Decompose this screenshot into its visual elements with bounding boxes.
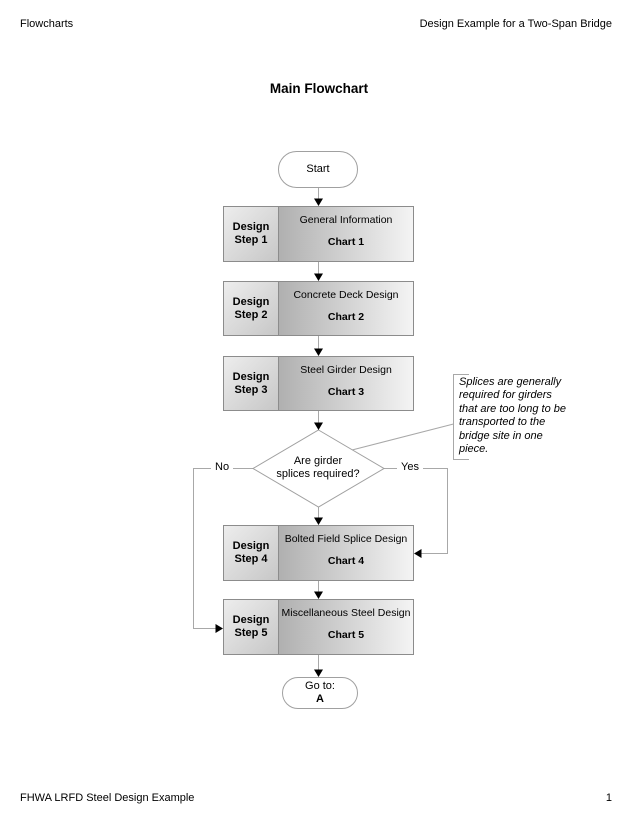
step-box-1: Design Step 1 General Information Chart …	[223, 206, 414, 262]
arrowhead-left-icon	[414, 549, 422, 558]
branch-no-label: No	[211, 461, 234, 474]
start-label: Start	[306, 163, 330, 175]
step-1-main: General Information Chart 1	[279, 207, 413, 261]
branch-yes-label: Yes	[397, 461, 423, 474]
step-box-5: Design Step 5 Miscellaneous Steel Design…	[223, 599, 414, 655]
footer-left: FHWA LRFD Steel Design Example	[20, 792, 195, 804]
step-4-label: Design Step 4	[224, 526, 279, 580]
step-2-chart: Chart 2	[327, 311, 365, 323]
step-5-chart: Chart 5	[327, 629, 365, 641]
step-2-main: Concrete Deck Design Chart 2	[279, 282, 413, 335]
header-right: Design Example for a Two-Span Bridge	[419, 18, 612, 30]
note-leader-line	[351, 423, 454, 451]
goto-label: Go to:	[305, 680, 335, 692]
header-left: Flowcharts	[20, 18, 74, 30]
start-node: Start	[278, 151, 358, 188]
step-5-main: Miscellaneous Steel Design Chart 5	[279, 600, 413, 654]
arrowhead-down-icon	[314, 591, 323, 599]
step-5-label: Design Step 5	[224, 600, 279, 654]
arrowhead-down-icon	[314, 348, 323, 356]
splice-note: Splices are generally required for girde…	[459, 376, 567, 456]
step-box-3: Design Step 3 Steel Girder Design Chart …	[223, 356, 414, 411]
arrowhead-down-icon	[314, 422, 323, 430]
step-box-4: Design Step 4 Bolted Field Splice Design…	[223, 525, 414, 581]
page-title: Main Flowchart	[269, 81, 369, 96]
arrowhead-right-icon	[215, 624, 223, 633]
arrowhead-down-icon	[314, 669, 323, 677]
step-2-title: Concrete Deck Design	[293, 289, 399, 301]
step-4-main: Bolted Field Splice Design Chart 4	[279, 526, 413, 580]
decision-question: Are girder splices required?	[276, 455, 360, 480]
step-3-label: Design Step 3	[224, 357, 279, 410]
step-3-chart: Chart 3	[327, 386, 365, 398]
step-3-title: Steel Girder Design	[300, 364, 392, 376]
footer-page-number: 1	[605, 792, 612, 804]
arrowhead-down-icon	[314, 517, 323, 525]
step-1-title: General Information	[299, 214, 393, 226]
step-5-title: Miscellaneous Steel Design	[281, 607, 411, 619]
step-2-label: Design Step 2	[224, 282, 279, 335]
step-1-chart: Chart 1	[327, 236, 365, 248]
step-4-chart: Chart 4	[327, 555, 365, 567]
goto-target: A	[316, 693, 324, 705]
goto-node: Go to: A	[282, 677, 358, 709]
step-3-main: Steel Girder Design Chart 3	[279, 357, 413, 410]
arrowhead-down-icon	[314, 198, 323, 206]
arrowhead-down-icon	[314, 273, 323, 281]
step-4-title: Bolted Field Splice Design	[284, 533, 408, 545]
step-box-2: Design Step 2 Concrete Deck Design Chart…	[223, 281, 414, 336]
step-1-label: Design Step 1	[224, 207, 279, 261]
